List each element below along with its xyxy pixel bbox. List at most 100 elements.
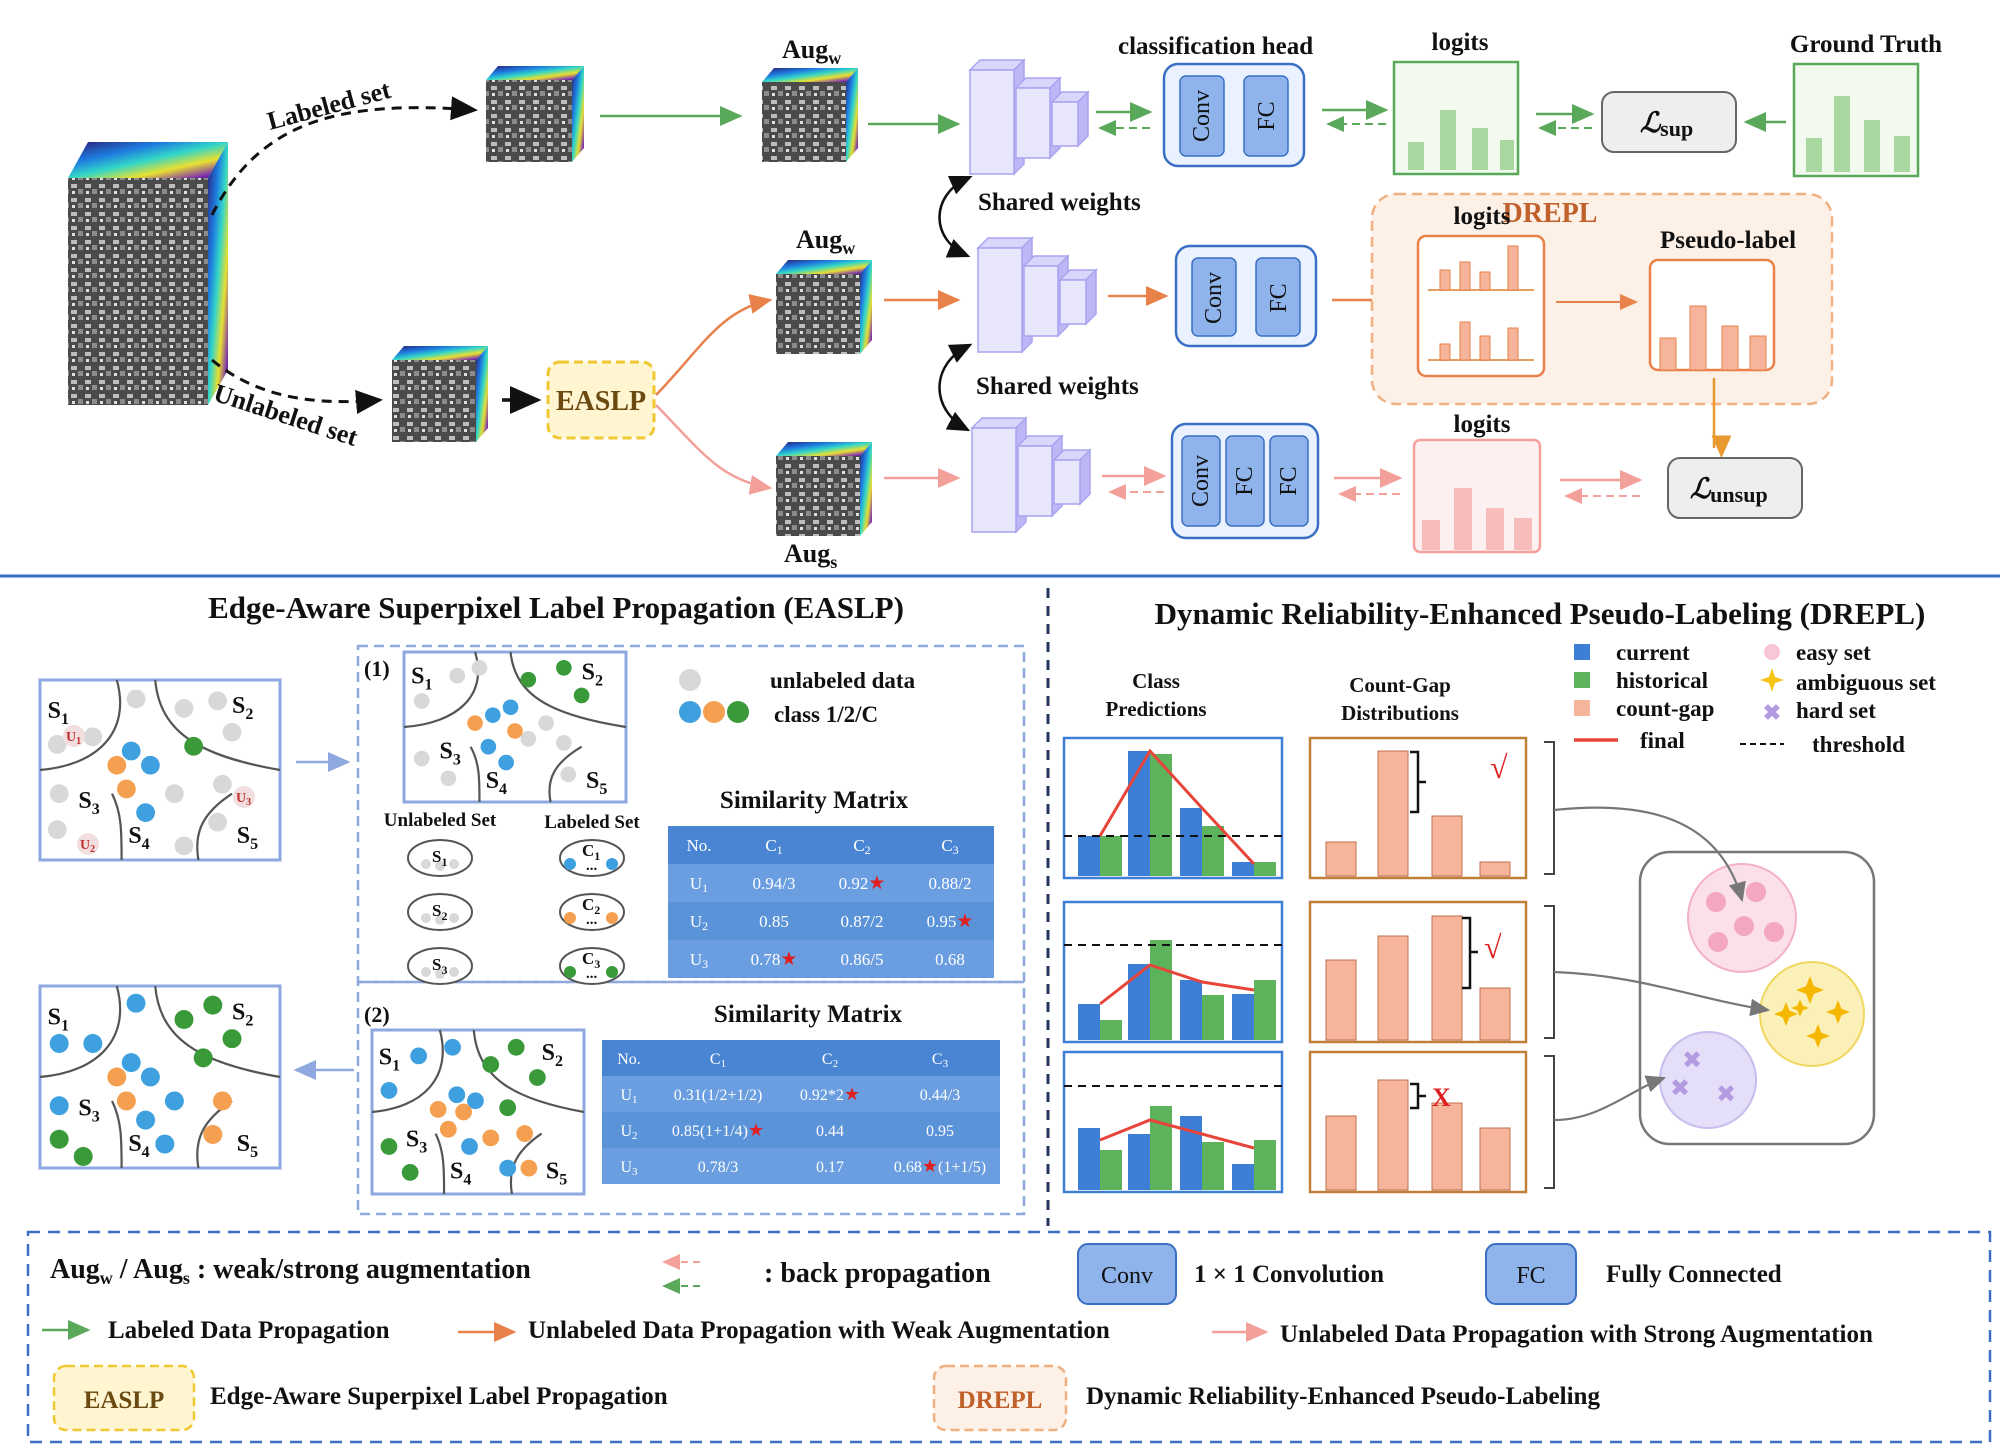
shared-weights-label-2: Shared weights [976, 373, 1139, 400]
data-point [174, 1010, 194, 1030]
bar-count-gap [1325, 1115, 1357, 1191]
bar-historical [1202, 1142, 1224, 1190]
bar-count-gap [1479, 1127, 1511, 1191]
data-point [49, 1129, 69, 1149]
bar-count-gap [1479, 861, 1511, 877]
bar-historical [1202, 826, 1224, 876]
easlp-label: EASLP [556, 386, 646, 417]
unlabeled-set-title: Unlabeled Set [384, 810, 497, 831]
encoder-block-front [1059, 279, 1087, 325]
labeled-set-dot [606, 858, 618, 870]
unlabeled-set-dot [435, 969, 445, 979]
set-ellipsis: ... [586, 858, 598, 874]
step1-label: (1) [364, 656, 390, 681]
data-point [538, 715, 554, 731]
gap-bracket-3 [1410, 1082, 1426, 1110]
classification-head-label: classification head [1118, 33, 1313, 60]
bar-count-gap [1377, 1079, 1409, 1191]
data-point [499, 1099, 517, 1117]
set-ellipsis: ... [586, 912, 598, 928]
labeled-set-dot [564, 966, 576, 978]
data-point [116, 1091, 136, 1111]
bar-current [1232, 862, 1254, 876]
bar-historical [1150, 1106, 1172, 1190]
data-point [107, 1067, 127, 1087]
u-marker-bg [77, 833, 99, 855]
sim-matrix-title-2: Similarity Matrix [714, 1001, 903, 1028]
data-point [484, 707, 501, 723]
head-bot-conv: Conv [1188, 455, 1214, 507]
head-bot-fc2: FC [1276, 466, 1302, 495]
ambiguous-star [1796, 976, 1824, 1004]
bar-count-gap [1377, 750, 1409, 877]
arrow-to-hard [1553, 1075, 1667, 1122]
ambiguous-star [1826, 1000, 1850, 1024]
labeled-cube [486, 66, 584, 162]
aug-w-label-mid: Augw [796, 225, 855, 258]
bar-count-gap [1325, 959, 1357, 1041]
data-point [413, 693, 430, 709]
bar-current [1078, 1128, 1100, 1190]
data-point [83, 727, 103, 747]
data-point [49, 784, 69, 804]
data-point [480, 738, 497, 755]
legend-labeled-prop: Labeled Data Propagation [108, 1317, 390, 1344]
head-top: Conv FC [1162, 62, 1306, 168]
legend-easlp-label: EASLP [84, 1387, 165, 1414]
arrow-easlp-to-weak [655, 294, 773, 396]
unlabeled-set-dot [449, 967, 459, 977]
step1-frame [356, 644, 1026, 984]
unlabeled-set-label: Unlabeled set [210, 378, 361, 452]
sim-row [602, 1112, 1000, 1148]
mark-check-1: √ [1490, 749, 1508, 785]
data-point [520, 671, 537, 688]
svg-text:✖: ✖ [1670, 1074, 1690, 1102]
data-point [203, 1124, 223, 1144]
sim-row [668, 864, 994, 902]
chart-bracket [1544, 1055, 1555, 1189]
encoder-top [968, 58, 1090, 176]
superpixel-boundary [154, 985, 281, 1079]
bar-count-gap [1431, 1102, 1463, 1191]
svg-text:✖: ✖ [1716, 1080, 1736, 1108]
arrow-easlp-to-strong [655, 404, 773, 495]
aug-w-cube-mid [776, 260, 872, 354]
sim-cell: 0.31(1/2+1/2) [674, 1087, 763, 1104]
count-gap-title-1: Count-Gap [1349, 673, 1451, 697]
labeled-set-dot [606, 966, 618, 978]
final-line [1099, 1118, 1255, 1150]
step2-label: (2) [364, 1002, 390, 1027]
encoder-block-front [1023, 265, 1059, 337]
unlabeled-set-arrow [211, 358, 383, 414]
easy-set-dots [1706, 882, 1784, 952]
bar-historical [1100, 836, 1122, 876]
drepl-label: DREPL [1503, 198, 1598, 229]
data-point [208, 812, 227, 832]
sim-cell: 0.88/2 [929, 874, 972, 893]
encoder-block-side [1077, 90, 1089, 148]
u-marker-bg [233, 786, 255, 808]
sim-cell: 0.78★ [751, 949, 798, 970]
labeled-set-arrow [210, 96, 478, 216]
l-unsup-box [1667, 457, 1803, 519]
data-point [136, 1110, 156, 1130]
encoder-bottom [970, 416, 1092, 534]
data-point [507, 723, 523, 739]
drepl-charts [1062, 736, 1555, 1194]
head-bot-fc1: FC [1232, 466, 1258, 495]
data-point [49, 1096, 69, 1116]
data-point [136, 803, 155, 823]
data-point [482, 1056, 500, 1073]
legend-count-gap: count-gap [1616, 696, 1714, 721]
shared-weights-label-1: Shared weights [978, 189, 1141, 216]
sim-cell: 0.92*2★ [800, 1084, 860, 1104]
sim-cell: 0.44/3 [920, 1087, 960, 1104]
data-point [556, 659, 572, 676]
aug-w-cube-top [762, 68, 858, 162]
legend-aug: Augw / Augs : weak/strong augmentation [50, 1254, 531, 1288]
sim-row [602, 1148, 1000, 1184]
labeled-set-label: Labeled set [264, 75, 394, 136]
data-point [208, 691, 227, 711]
